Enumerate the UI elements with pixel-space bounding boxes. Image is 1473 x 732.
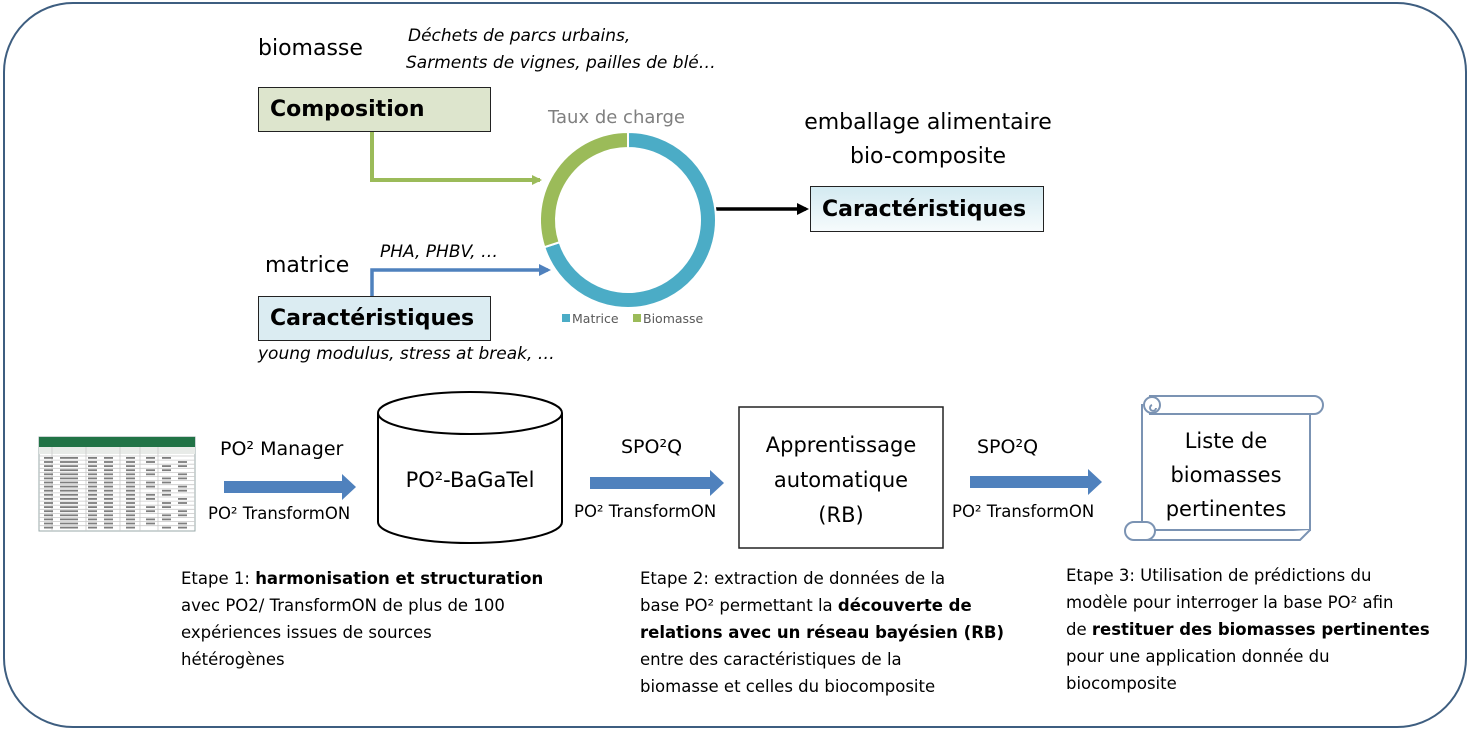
pipeline-arrow-2 — [590, 470, 724, 496]
composition-box: Composition — [258, 87, 491, 132]
step1-bold: harmonisation et structuration — [255, 569, 544, 588]
step2-line1: Etape 2: extraction de données de la — [640, 569, 946, 588]
scroll-line2: biomasses — [1170, 463, 1282, 487]
ml-line2: automatique — [773, 468, 909, 492]
output-label-line1: emballage alimentaire — [804, 110, 1052, 135]
database-cylinder — [377, 391, 563, 544]
donut-slice-matrice — [543, 130, 717, 309]
step2-line2-bold: découverte de — [837, 596, 972, 615]
step2-line4: entre des caractéristiques de la — [640, 650, 902, 669]
chart-title: Taux de charge — [548, 107, 685, 128]
spreadsheet-thumbnail — [38, 436, 196, 532]
step1-line4: hétérogènes — [181, 650, 285, 669]
legend-swatch-biomasse — [633, 314, 641, 322]
step1-line3: expériences issues de sources — [181, 623, 432, 642]
matrix-label: matrice — [265, 253, 350, 278]
donut-chart — [539, 130, 717, 309]
arrow3-bottom-label: PO² TransformON — [952, 502, 1095, 521]
step2-line2-prefix: base PO² permettant la — [640, 596, 838, 615]
arrow3-top-label: SPO²Q — [977, 436, 1039, 458]
step3-text: Etape 3: Utilisation de prédictions du m… — [1066, 562, 1430, 697]
outer-frame — [3, 2, 1467, 728]
step2-line3-bold: relations avec un réseau bayésien (RB) — [640, 623, 1005, 642]
matrix-arrow — [370, 264, 551, 296]
composition-box-label: Composition — [270, 97, 425, 122]
legend-label-biomasse: Biomasse — [643, 311, 704, 326]
output-characteristics-box: Caractéristiques — [810, 186, 1044, 232]
ml-line3: (RB) — [818, 503, 864, 527]
ml-box — [738, 406, 944, 549]
matrix-characteristics-box: Caractéristiques — [258, 296, 491, 341]
step2-text: Etape 2: extraction de données de la bas… — [640, 565, 1004, 700]
scroll-line1: Liste de — [1184, 429, 1268, 453]
step3-line1: Etape 3: Utilisation de prédictions du — [1066, 566, 1372, 585]
biomass-examples-1: Déchets de parcs urbains, — [408, 26, 631, 46]
step3-line2: modèle pour interroger la base PO² afin — [1066, 593, 1394, 612]
output-characteristics-label: Caractéristiques — [822, 196, 1027, 222]
matrix-properties: young modulus, stress at break, … — [258, 344, 555, 364]
step3-line4: pour une application donnée du — [1066, 647, 1330, 666]
legend-label-matrice: Matrice — [572, 311, 619, 326]
arrow1-top-label: PO² Manager — [220, 438, 344, 460]
database-label: PO²-BaGaTel — [405, 468, 535, 492]
scroll-text: Liste de biomasses pertinentes — [1142, 424, 1310, 526]
step3-line3-prefix: de — [1066, 620, 1092, 639]
matrix-characteristics-label: Caractéristiques — [270, 306, 475, 331]
arrow2-bottom-label: PO² TransformON — [574, 502, 717, 521]
matrix-examples: PHA, PHBV, … — [380, 242, 498, 262]
step1-line2: avec PO2/ TransformON de plus de 100 — [181, 596, 505, 615]
pipeline-arrow-1 — [224, 474, 356, 500]
scroll-line3: pertinentes — [1165, 497, 1287, 521]
pipeline-arrow-3 — [970, 469, 1102, 495]
step1-text: Etape 1: harmonisation et structuration … — [181, 565, 543, 673]
step3-line3-bold: restituer des biomasses pertinentes — [1091, 620, 1430, 639]
ml-box-text: Apprentissage automatique (RB) — [739, 428, 943, 533]
arrow2-top-label: SPO²Q — [621, 436, 683, 458]
biomass-examples-2: Sarments de vignes, pailles de blé… — [406, 53, 716, 73]
output-label: emballage alimentaire bio-composite — [797, 106, 1059, 174]
composition-arrow — [370, 132, 542, 185]
donut-slice-biomasse — [539, 130, 629, 249]
biomass-label: biomasse — [258, 36, 363, 61]
output-label-line2: bio-composite — [849, 144, 1007, 169]
step2-line5: biomasse et celles du biocomposite — [640, 677, 936, 696]
step3-line5: biocomposite — [1066, 674, 1177, 693]
scroll-icon — [1124, 395, 1324, 541]
step1-prefix: Etape 1: — [181, 569, 256, 588]
ml-line1: Apprentissage — [765, 433, 917, 457]
arrow1-bottom-label: PO² TransformON — [208, 504, 351, 523]
legend-swatch-matrice — [562, 314, 570, 322]
